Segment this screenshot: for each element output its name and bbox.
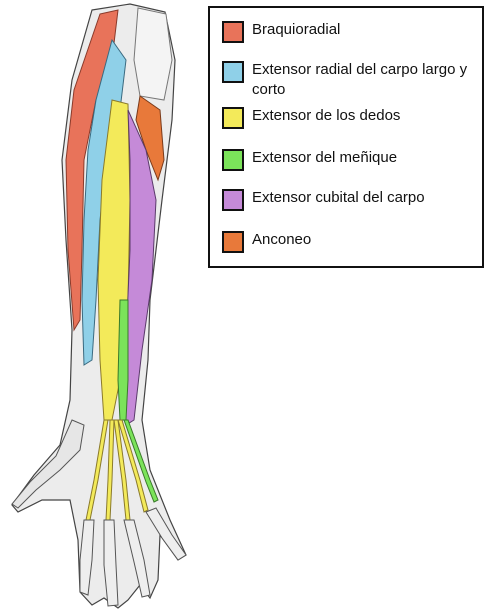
menique-tendon [123, 419, 159, 503]
legend-label: Extensor del meñique [252, 149, 398, 166]
legend-swatch [222, 231, 244, 253]
legend-swatch [222, 107, 244, 129]
legend-swatch [222, 21, 244, 43]
legend-item-extensor-radial: Extensor radial del carpo largo y corto [222, 60, 472, 100]
legend-label: Anconeo [252, 231, 312, 248]
legend-item-extensor-dedos: Extensor de los dedos [222, 106, 472, 129]
thumb-bones [11, 419, 85, 509]
legend-swatch [222, 189, 244, 211]
legend-box: Braquioradial Extensor radial del carpo … [208, 6, 484, 268]
finger-bones [79, 507, 187, 607]
legend-item-extensor-menique: Extensor del meñique [222, 148, 472, 171]
anconeo-muscle [135, 95, 165, 182]
legend-swatch [222, 61, 244, 83]
extensor-cubital-muscle [125, 109, 157, 426]
legend-item-anconeo: Anconeo [222, 230, 472, 253]
legend-label: Braquioradial [252, 21, 341, 38]
legend-item-extensor-cubital: Extensor cubital del carpo [222, 188, 472, 211]
legend-swatch [222, 149, 244, 171]
extensor-menique-muscle [117, 299, 129, 421]
finger-tendons [85, 419, 149, 521]
legend-label: Extensor radial del carpo largo y corto [252, 61, 468, 98]
elbow-bone [133, 7, 173, 101]
legend-label: Extensor cubital del carpo [252, 189, 425, 206]
legend-label: Extensor de los dedos [252, 107, 401, 124]
legend-item-braquioradial: Braquioradial [222, 20, 472, 43]
